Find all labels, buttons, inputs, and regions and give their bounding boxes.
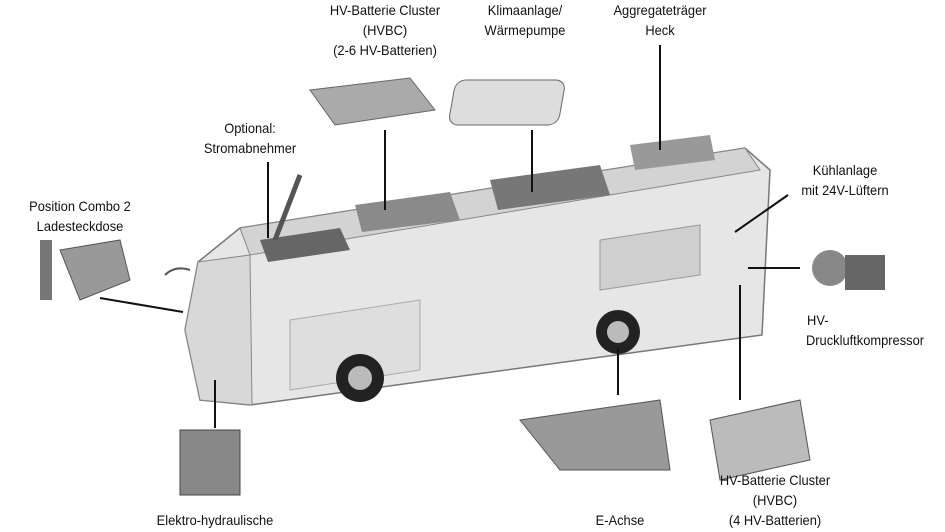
label-line: E-Achse: [595, 512, 645, 528]
label-line: Elektro-hydraulische: [156, 512, 274, 528]
label-klimaanlage: Klimaanlage/ Wärmepumpe: [465, 0, 585, 40]
label-stromabnehmer: Optional: Stromabnehmer: [190, 118, 310, 158]
label-combo2: Position Combo 2 Ladesteckdose: [16, 196, 145, 236]
label-line: mit 24V-Lüftern: [801, 182, 889, 198]
label-line: HV-Batterie Cluster: [719, 472, 831, 488]
label-hvbc-rear: HV-Batterie Cluster (HVBC) (4 HV-Batteri…: [706, 470, 844, 530]
label-line: (HVBC): [362, 22, 408, 38]
label-line: Optional:: [224, 120, 276, 136]
label-line: Heck: [645, 22, 675, 38]
label-e-achse: E-Achse: [588, 510, 652, 530]
label-line: Wärmepumpe: [484, 22, 566, 38]
label-line: (2-6 HV-Batterien): [333, 42, 437, 58]
label-line: Kühlanlage: [812, 162, 878, 178]
wheels: [336, 310, 640, 402]
label-line: Aggregateträger: [613, 2, 707, 18]
bus-body: [164, 147, 771, 406]
label-line: Ladesteckdose: [36, 218, 124, 234]
label-aggregatetraeger: Aggregateträger Heck: [600, 0, 720, 40]
label-hvbc-roof: HV-Batterie Cluster (HVBC) (2-6 HV-Batte…: [307, 0, 463, 60]
label-line: Klimaanlage/: [487, 2, 563, 18]
label-kuehlanlage: Kühlanlage mit 24V-Lüftern: [781, 160, 910, 200]
label-line: (4 HV-Batterien): [728, 512, 822, 528]
label-line: (HVBC): [752, 492, 798, 508]
roof-components: [260, 135, 715, 262]
component-parts: [40, 77, 885, 496]
label-line: HV-Batterie Cluster: [329, 2, 441, 18]
label-line: Druckluftkompressor: [805, 332, 925, 348]
label-line: Position Combo 2: [29, 198, 131, 214]
label-line: Stromabnehmer: [203, 140, 297, 156]
label-elektro-hydraulische: Elektro-hydraulische: [146, 510, 284, 530]
label-druckluftkompressor: HV- Druckluftkompressor: [796, 310, 934, 350]
leader-lines: [99, 45, 800, 428]
label-line: HV-: [807, 312, 829, 328]
